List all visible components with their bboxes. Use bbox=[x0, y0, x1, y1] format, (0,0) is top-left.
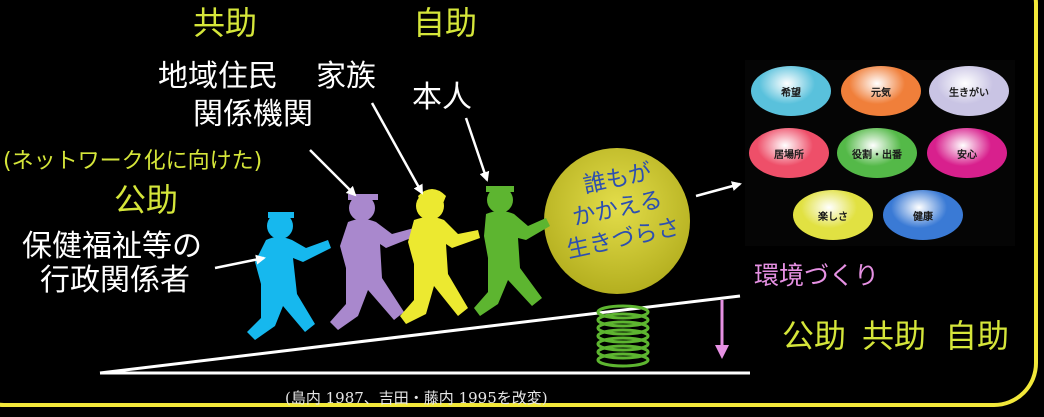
bubble-label: 役割・出番 bbox=[852, 149, 902, 161]
label-kankyo: 環境づくり bbox=[754, 261, 880, 290]
bubble-label: 健康 bbox=[913, 211, 933, 223]
bubble-label: 居場所 bbox=[774, 149, 804, 161]
label-kazoku: 家族 bbox=[316, 59, 376, 94]
label-hoken-line1: 保健福祉等の bbox=[22, 229, 202, 264]
bubble-label: 生きがい bbox=[949, 87, 989, 99]
label-kojo: 公助 bbox=[114, 181, 179, 219]
bubble-label: 希望 bbox=[781, 87, 801, 99]
bubble-label: 元気 bbox=[871, 87, 891, 99]
bubble-7: 楽しさ bbox=[793, 190, 873, 240]
bubble-3: 生きがい bbox=[929, 66, 1009, 116]
bubble-8: 健康 bbox=[883, 190, 963, 240]
person-purple bbox=[330, 194, 416, 330]
slope-lines bbox=[99, 294, 750, 375]
bubble-2: 元気 bbox=[841, 66, 921, 116]
pointer-arrows bbox=[214, 102, 742, 270]
spring-icon bbox=[596, 304, 650, 368]
bubble-label: 安心 bbox=[957, 149, 977, 161]
person-yellow bbox=[400, 189, 480, 324]
person-green bbox=[474, 186, 550, 316]
label-hoken-line2: 行政関係者 bbox=[40, 263, 190, 298]
label-kankei: 関係機関 bbox=[193, 97, 313, 132]
bubble-5: 役割・出番 bbox=[837, 128, 917, 178]
source-citation: (島内 1987、吉田・藤内 1995を改変) bbox=[285, 389, 548, 407]
label-chiiki: 地域住民 bbox=[158, 59, 278, 94]
bottom-label-jijo: 自助 bbox=[945, 317, 1010, 355]
label-honnin: 本人 bbox=[412, 80, 472, 115]
bubble-1: 希望 bbox=[751, 66, 831, 116]
bottom-label-kyojo: 共助 bbox=[862, 317, 927, 355]
label-network: (ネットワーク化に向けた) bbox=[3, 149, 263, 174]
bubble-4: 居場所 bbox=[749, 128, 829, 178]
person-blue bbox=[247, 212, 331, 340]
top-label-kyojo: 共助 bbox=[193, 4, 258, 42]
bubble-label: 楽しさ bbox=[818, 211, 848, 223]
top-label-jijo: 自助 bbox=[413, 4, 478, 42]
boulder bbox=[544, 148, 690, 294]
bottom-label-kojo: 公助 bbox=[782, 317, 847, 355]
bubble-panel: 希望 元気 生きがい居場所 役割・出番 安心楽しさ 健康 bbox=[745, 60, 1015, 246]
bubble-6: 安心 bbox=[927, 128, 1007, 178]
